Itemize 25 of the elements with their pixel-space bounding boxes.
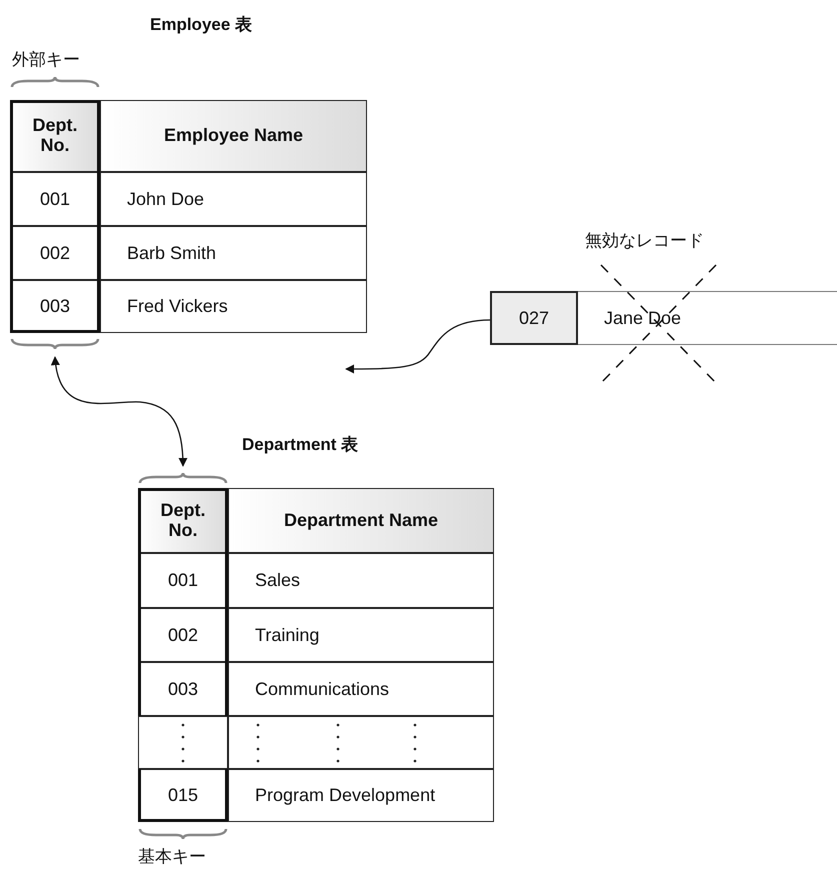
table-cell: Fred Vickers — [100, 280, 367, 333]
key-caption: 外部キー — [12, 48, 80, 70]
table-title: Employee 表 — [150, 14, 252, 36]
table-cell: 003 — [138, 662, 228, 716]
table-cell: Training — [228, 608, 494, 662]
table-cell: Communications — [228, 662, 494, 716]
table-cell: 001 — [10, 172, 100, 226]
column-header: Department Name — [228, 488, 494, 553]
table-cell: 002 — [10, 226, 100, 280]
table-cell: Sales — [228, 553, 494, 608]
arrow — [345, 319, 490, 374]
table-cell: 001 — [138, 553, 228, 608]
table-cell: 027 — [490, 291, 578, 345]
table-cell: Program Development — [228, 769, 494, 822]
name-column — [228, 488, 494, 822]
name-column — [100, 100, 367, 333]
table-cell: 002 — [138, 608, 228, 662]
arrow — [51, 356, 188, 467]
table-cell: Jane Doe — [578, 291, 837, 345]
table-cell: John Doe — [100, 172, 367, 226]
table-title: Department 表 — [242, 434, 358, 456]
key-caption: 無効なレコード — [585, 230, 704, 252]
column-header: Employee Name — [100, 100, 367, 172]
key-caption: 基本キー — [138, 846, 206, 868]
table-cell: Barb Smith — [100, 226, 367, 280]
